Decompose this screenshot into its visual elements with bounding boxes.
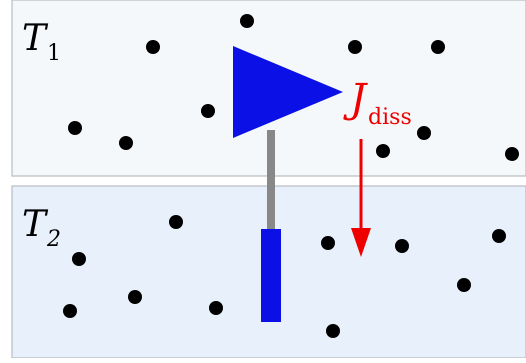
device-triangle xyxy=(233,46,343,138)
particle xyxy=(119,136,133,150)
particle xyxy=(240,14,254,28)
particle xyxy=(146,40,160,54)
particle xyxy=(417,126,431,140)
particle xyxy=(209,301,223,315)
particles-bottom xyxy=(63,215,506,338)
particle xyxy=(63,304,77,318)
device-bar xyxy=(261,229,281,322)
particles-top xyxy=(68,14,519,161)
particle xyxy=(169,215,183,229)
particle xyxy=(395,239,409,253)
reservoir-bottom-label: T2 xyxy=(22,204,61,252)
particle xyxy=(492,229,506,243)
particle xyxy=(505,147,519,161)
particle xyxy=(457,278,471,292)
particle xyxy=(201,104,215,118)
particle xyxy=(431,40,445,54)
particle xyxy=(72,252,86,266)
device xyxy=(233,46,343,322)
particle xyxy=(321,236,335,250)
flux-arrow-head xyxy=(351,228,371,257)
particle xyxy=(326,324,340,338)
particle xyxy=(68,121,82,135)
particle xyxy=(376,144,390,158)
particle xyxy=(128,290,142,304)
particle xyxy=(348,40,362,54)
reservoir-top-label: T1 xyxy=(22,18,61,66)
